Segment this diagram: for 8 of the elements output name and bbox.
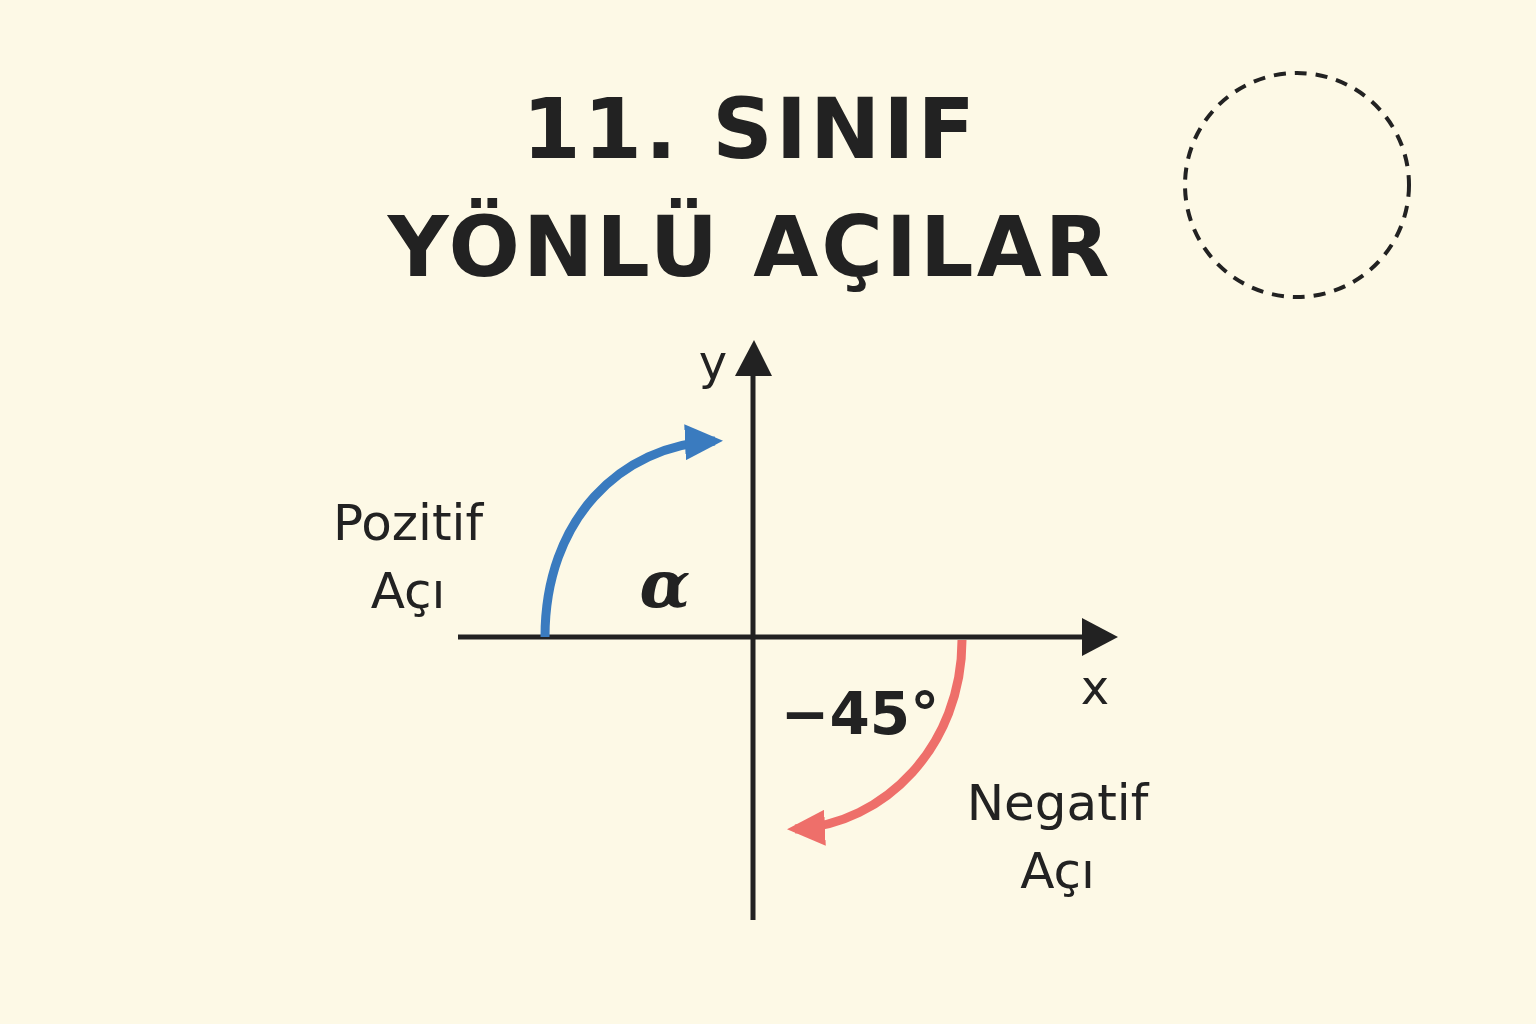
angle-symbol: α <box>638 544 692 625</box>
dashed-circle <box>1183 71 1411 299</box>
title: 11. SINIF YÖNLÜ AÇILAR <box>386 79 1114 298</box>
angle-label: Pozitif Açı <box>331 493 485 622</box>
axis-label: x <box>1079 658 1111 717</box>
axis-label: y <box>697 333 729 392</box>
angle-value: −45° <box>780 679 940 750</box>
angle-label: Negatif Açı <box>965 773 1151 902</box>
